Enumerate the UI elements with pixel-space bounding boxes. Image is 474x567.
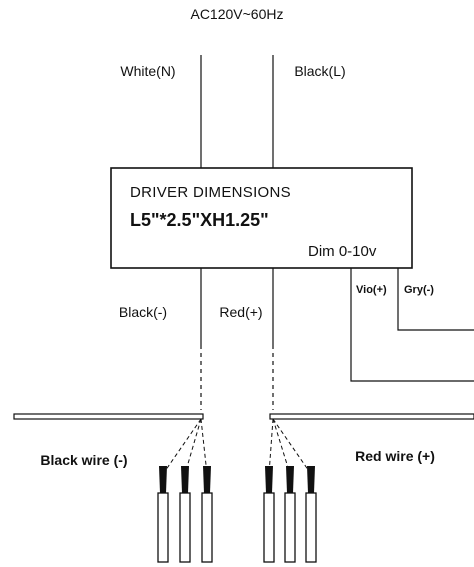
red-output-label: Red(+): [219, 304, 262, 320]
wire-sheath: [263, 492, 275, 563]
black-fanout: [162, 418, 208, 475]
black-fan-line: [162, 418, 202, 475]
black-bus-bar: [13, 413, 204, 420]
white-n-label: White(N): [120, 63, 175, 79]
driver-dim-label: Dim 0-10v: [308, 243, 377, 260]
driver-title: DRIVER DIMENSIONS: [130, 184, 291, 201]
wire-tip: [286, 466, 294, 493]
black-fan-line: [184, 418, 202, 475]
red-wire-group-label: Red wire (+): [355, 448, 435, 464]
red-cable: [263, 466, 275, 563]
black-fan-line: [200, 418, 208, 475]
red-fan-line: [268, 418, 274, 475]
violet-dim-wire: [350, 268, 474, 382]
black-wire-group-label: Black wire (-): [40, 452, 127, 468]
wire-tip: [307, 466, 315, 493]
black-l-label: Black(L): [294, 63, 345, 79]
gray-dim-wire: [397, 268, 474, 331]
wire-sheath: [305, 492, 317, 563]
gray-label: Gry(-): [404, 284, 434, 296]
black-cable: [157, 466, 169, 563]
driver-size: L5"*2.5"XH1.25": [130, 210, 269, 230]
wire-sheath: [284, 492, 296, 563]
black-output-label: Black(-): [119, 304, 167, 320]
wire-tip: [181, 466, 189, 493]
red-fan-line: [272, 418, 291, 475]
violet-label: Vio(+): [356, 284, 387, 296]
red-fan-line: [272, 418, 312, 475]
driver-box: [110, 167, 413, 269]
red-cable: [305, 466, 317, 563]
wire-sheath: [157, 492, 169, 563]
wire-tip: [203, 466, 211, 493]
supply-label: AC120V~60Hz: [190, 6, 283, 22]
red-cable: [284, 466, 296, 563]
wire-tip: [265, 466, 273, 493]
red-fanout: [268, 418, 312, 475]
black-cable: [201, 466, 213, 563]
wire-tip: [159, 466, 167, 493]
red-bus-bar: [269, 413, 474, 420]
black-cable: [179, 466, 191, 563]
wire-sheath: [201, 492, 213, 563]
wire-sheath: [179, 492, 191, 563]
